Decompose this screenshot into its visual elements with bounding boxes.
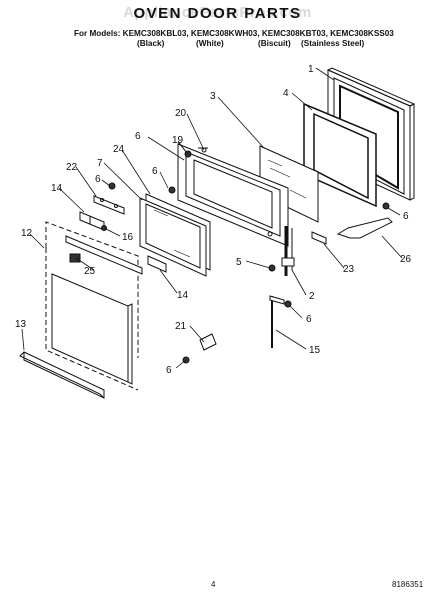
leader-lines (21, 67, 403, 369)
door-frame (303, 102, 377, 208)
callout-20: 20 (175, 108, 187, 119)
door-front (51, 273, 133, 385)
door-handle (19, 351, 105, 399)
finish-stainless: (Stainless Steel) (301, 39, 365, 48)
callout-23: 23 (343, 264, 355, 275)
callout-labels: 1 4 3 20 19 6 24 6 7 22 6 14 16 12 25 14… (15, 64, 412, 376)
callout-12: 12 (21, 228, 33, 239)
callout-24: 24 (113, 144, 125, 155)
door-outline (45, 221, 139, 391)
callout-6-left: 6 (95, 174, 101, 185)
callout-19: 6 (135, 131, 141, 142)
latch-plate (147, 255, 167, 273)
callout-6-top: 19 (172, 135, 184, 146)
callout-5: 5 (236, 257, 242, 268)
callout-1: 1 (308, 64, 314, 75)
vent-trim (65, 235, 143, 275)
door-clip (311, 231, 327, 245)
callout-3: 3 (210, 91, 216, 102)
document-number: 8186351 (392, 580, 424, 589)
callout-6-right: 6 (403, 211, 409, 222)
door-liner (177, 143, 289, 247)
models-line: For Models: KEMC308KBL03, KEMC308KWH03, … (74, 29, 394, 38)
finish-black: (Black) (137, 39, 165, 48)
hinge-bracket (93, 195, 125, 215)
callout-14-lower: 14 (177, 290, 189, 301)
callout-25: 25 (84, 266, 96, 277)
callout-15: 15 (309, 345, 321, 356)
page-number: 4 (211, 580, 216, 589)
callout-6-hinge: 6 (306, 314, 312, 325)
callout-13: 13 (15, 319, 27, 330)
watermark: AppliancePartsPros.com (123, 4, 312, 21)
hinge-assembly (269, 295, 285, 348)
callout-6-mid: 6 (152, 166, 158, 177)
hinge-rail (281, 226, 295, 276)
callout-6-bottom: 6 (166, 365, 172, 376)
callout-2: 2 (309, 291, 315, 302)
finish-white: (White) (196, 39, 224, 48)
callout-22: 22 (66, 162, 78, 173)
glass-pack (139, 193, 211, 277)
callout-26: 26 (400, 254, 412, 265)
page-title: OVEN DOOR PARTS (133, 5, 302, 22)
hinge-pin (199, 333, 217, 351)
finish-biscuit: (Biscuit) (258, 39, 291, 48)
callout-21: 21 (175, 321, 187, 332)
callout-14-upper: 14 (51, 183, 63, 194)
callout-4: 4 (283, 88, 289, 99)
door-support (336, 217, 393, 239)
hinge-receiver (79, 211, 105, 231)
callout-7: 7 (97, 158, 103, 169)
callout-16: 16 (122, 232, 134, 243)
